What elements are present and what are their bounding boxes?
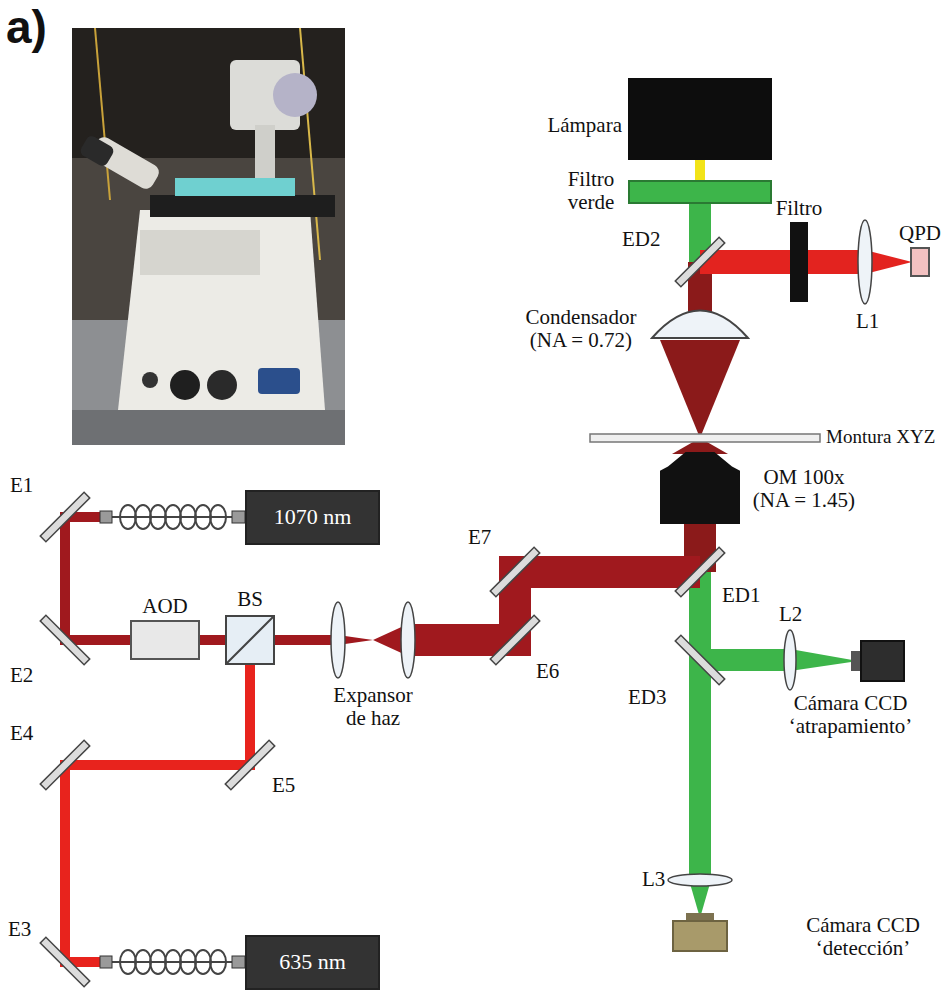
laser-source: 1070 nm [245,490,380,545]
node-label: QPD [899,222,941,245]
panel-letter: a) [6,0,47,54]
lamp-box: Lámpara [628,78,772,160]
condenser-lens: Condensador (NA = 0.72) [650,310,750,340]
node-text: 1070 nm [274,505,352,529]
objective-outline [660,452,740,524]
part-label: ED2 [622,228,661,251]
green-filter: Filtro verde [628,180,772,204]
part-label: ED1 [722,584,761,607]
laser-source: 635 nm [245,935,380,990]
node-label: Filtro verde [560,168,622,214]
part-label: L3 [642,868,665,891]
aod-box: AOD [130,620,200,660]
part-label: E1 [10,474,33,497]
node-text: 635 nm [279,950,346,974]
part-label: ED3 [628,686,667,709]
beam-splitter: BS [225,615,275,665]
microscope-photo [72,28,345,445]
node-label: Cámara CCD ‘detección’ [788,914,938,960]
qpd-detector: QPD [910,247,930,277]
lens-symbol [331,220,872,886]
node-label: Cámara CCD ‘atrapamiento’ [758,692,943,738]
part-label: Expansor de haz [323,684,423,730]
part-label: E4 [10,722,33,745]
part-label: E6 [536,660,559,683]
node-label: Filtro [776,197,823,220]
sample-stage [590,434,820,442]
lens-outline [650,310,750,340]
cube-outline [225,615,275,665]
node-label: OM 100x (NA = 1.45) [752,466,856,512]
part-label: E7 [468,526,491,549]
part-label: L1 [856,310,879,333]
beam-connector [200,635,225,645]
camera-lens-tube [851,651,860,671]
mirror-symbol [40,237,724,986]
ccd-camera: Cámara CCD ‘atrapamiento’ [860,640,905,682]
part-label: Montura XYZ [826,427,935,448]
optical-fiber [112,505,232,974]
part-label: L2 [779,603,802,626]
part-label: E2 [10,664,33,687]
node-label: BS [237,588,263,611]
node-label: Condensador (NA = 0.72) [520,306,642,352]
filter-block: Filtro [790,222,808,302]
beam-connector [695,160,705,180]
node-label: Lámpara [547,114,622,137]
part-label: E3 [8,918,31,941]
part-label: E5 [272,774,295,797]
objective-lens: OM 100x (NA = 1.45) [660,452,740,524]
ccd-camera: Cámara CCD ‘detección’ [672,920,728,952]
node-label: AOD [142,595,188,618]
